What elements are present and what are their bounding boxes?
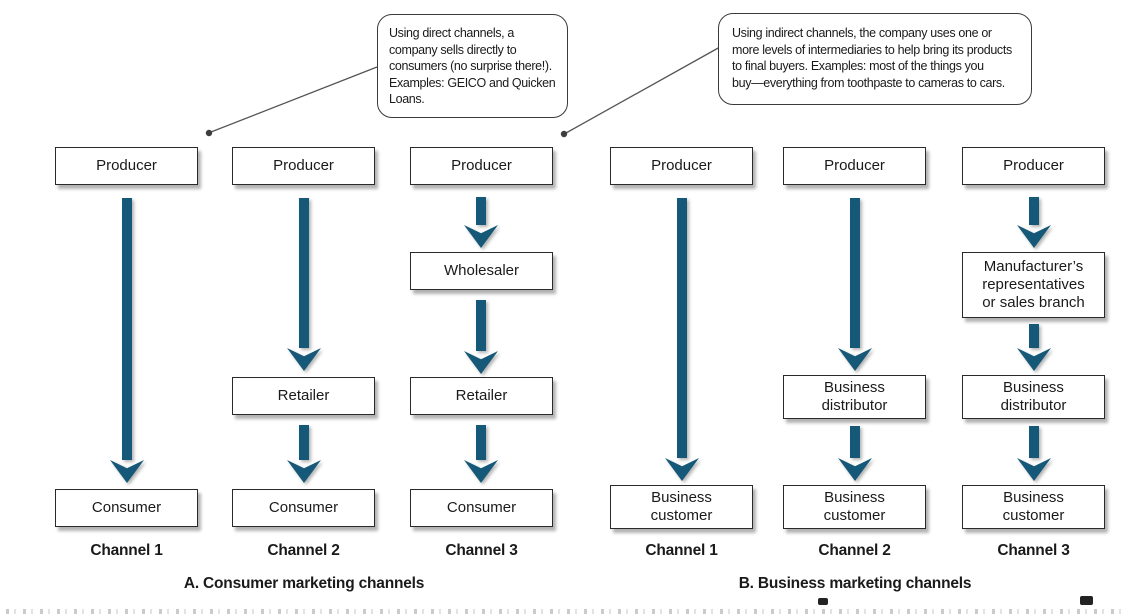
arrowhead-icon xyxy=(1017,348,1051,371)
arrowhead-icon xyxy=(287,460,321,483)
box-b3-customer: Business customer xyxy=(962,485,1105,529)
box-b2-customer: Business customer xyxy=(783,485,926,529)
callout-indirect-channels: Using indirect channels, the company use… xyxy=(718,13,1032,105)
box-a2-retailer: Retailer xyxy=(232,377,375,415)
cropped-text-artifact xyxy=(6,609,1123,614)
box-a3-retailer: Retailer xyxy=(410,377,553,415)
arrow-a1-producer-consumer xyxy=(110,198,144,483)
box-b3-mfr-reps: Manufacturer’s representatives or sales … xyxy=(962,252,1105,318)
channel-label-a3: Channel 3 xyxy=(445,542,518,559)
arrow-b3-distributor-customer xyxy=(1017,426,1051,481)
arrowhead-icon xyxy=(464,460,498,483)
arrow-a2-producer-retailer xyxy=(287,198,321,371)
box-b1-customer: Business customer xyxy=(610,485,753,529)
leader-line-direct xyxy=(210,66,378,133)
arrowhead-icon xyxy=(838,348,872,371)
channel-label-b3: Channel 3 xyxy=(997,542,1070,559)
callout-direct-channels: Using direct channels, a company sells d… xyxy=(377,14,568,118)
arrowhead-icon xyxy=(110,460,144,483)
box-b2-producer: Producer xyxy=(783,147,926,185)
leader-line-indirect xyxy=(565,46,721,134)
cropped-text-artifact xyxy=(818,598,828,605)
arrowhead-icon xyxy=(665,458,699,481)
box-b3-distributor: Business distributor xyxy=(962,375,1105,419)
box-b3-producer: Producer xyxy=(962,147,1105,185)
arrow-b1-producer-customer xyxy=(665,198,699,481)
box-b2-distributor: Business distributor xyxy=(783,375,926,419)
section-title-consumer: A. Consumer marketing channels xyxy=(183,575,425,592)
box-b1-producer: Producer xyxy=(610,147,753,185)
box-a3-consumer: Consumer xyxy=(410,489,553,527)
channel-label-b1: Channel 1 xyxy=(645,542,718,559)
channel-label-a1: Channel 1 xyxy=(90,542,163,559)
section-title-business: B. Business marketing channels xyxy=(738,575,972,592)
box-a1-consumer: Consumer xyxy=(55,489,198,527)
box-a2-producer: Producer xyxy=(232,147,375,185)
arrowhead-icon xyxy=(838,458,872,481)
arrow-a3-retailer-consumer xyxy=(464,425,498,483)
arrow-a3-wholesaler-retailer xyxy=(464,300,498,374)
box-a3-wholesaler: Wholesaler xyxy=(410,252,553,290)
leader-dot-direct xyxy=(205,129,213,137)
arrow-a3-producer-wholesaler xyxy=(464,197,498,248)
cropped-text-artifact xyxy=(1080,596,1093,605)
box-a3-producer: Producer xyxy=(410,147,553,185)
arrow-b2-distributor-customer xyxy=(838,426,872,481)
channel-label-b2: Channel 2 xyxy=(818,542,891,559)
channel-label-a2: Channel 2 xyxy=(267,542,340,559)
arrowhead-icon xyxy=(1017,225,1051,248)
box-a2-consumer: Consumer xyxy=(232,489,375,527)
box-a1-producer: Producer xyxy=(55,147,198,185)
arrow-a2-retailer-consumer xyxy=(287,425,321,483)
arrowhead-icon xyxy=(464,225,498,248)
arrowhead-icon xyxy=(287,348,321,371)
arrowhead-icon xyxy=(1017,458,1051,481)
leader-dot-indirect xyxy=(560,130,568,138)
arrow-b3-mfr-reps-distributor xyxy=(1017,324,1051,371)
arrowhead-icon xyxy=(464,351,498,374)
arrow-b3-producer-mfr-reps xyxy=(1017,197,1051,248)
arrow-b2-producer-distributor xyxy=(838,198,872,371)
